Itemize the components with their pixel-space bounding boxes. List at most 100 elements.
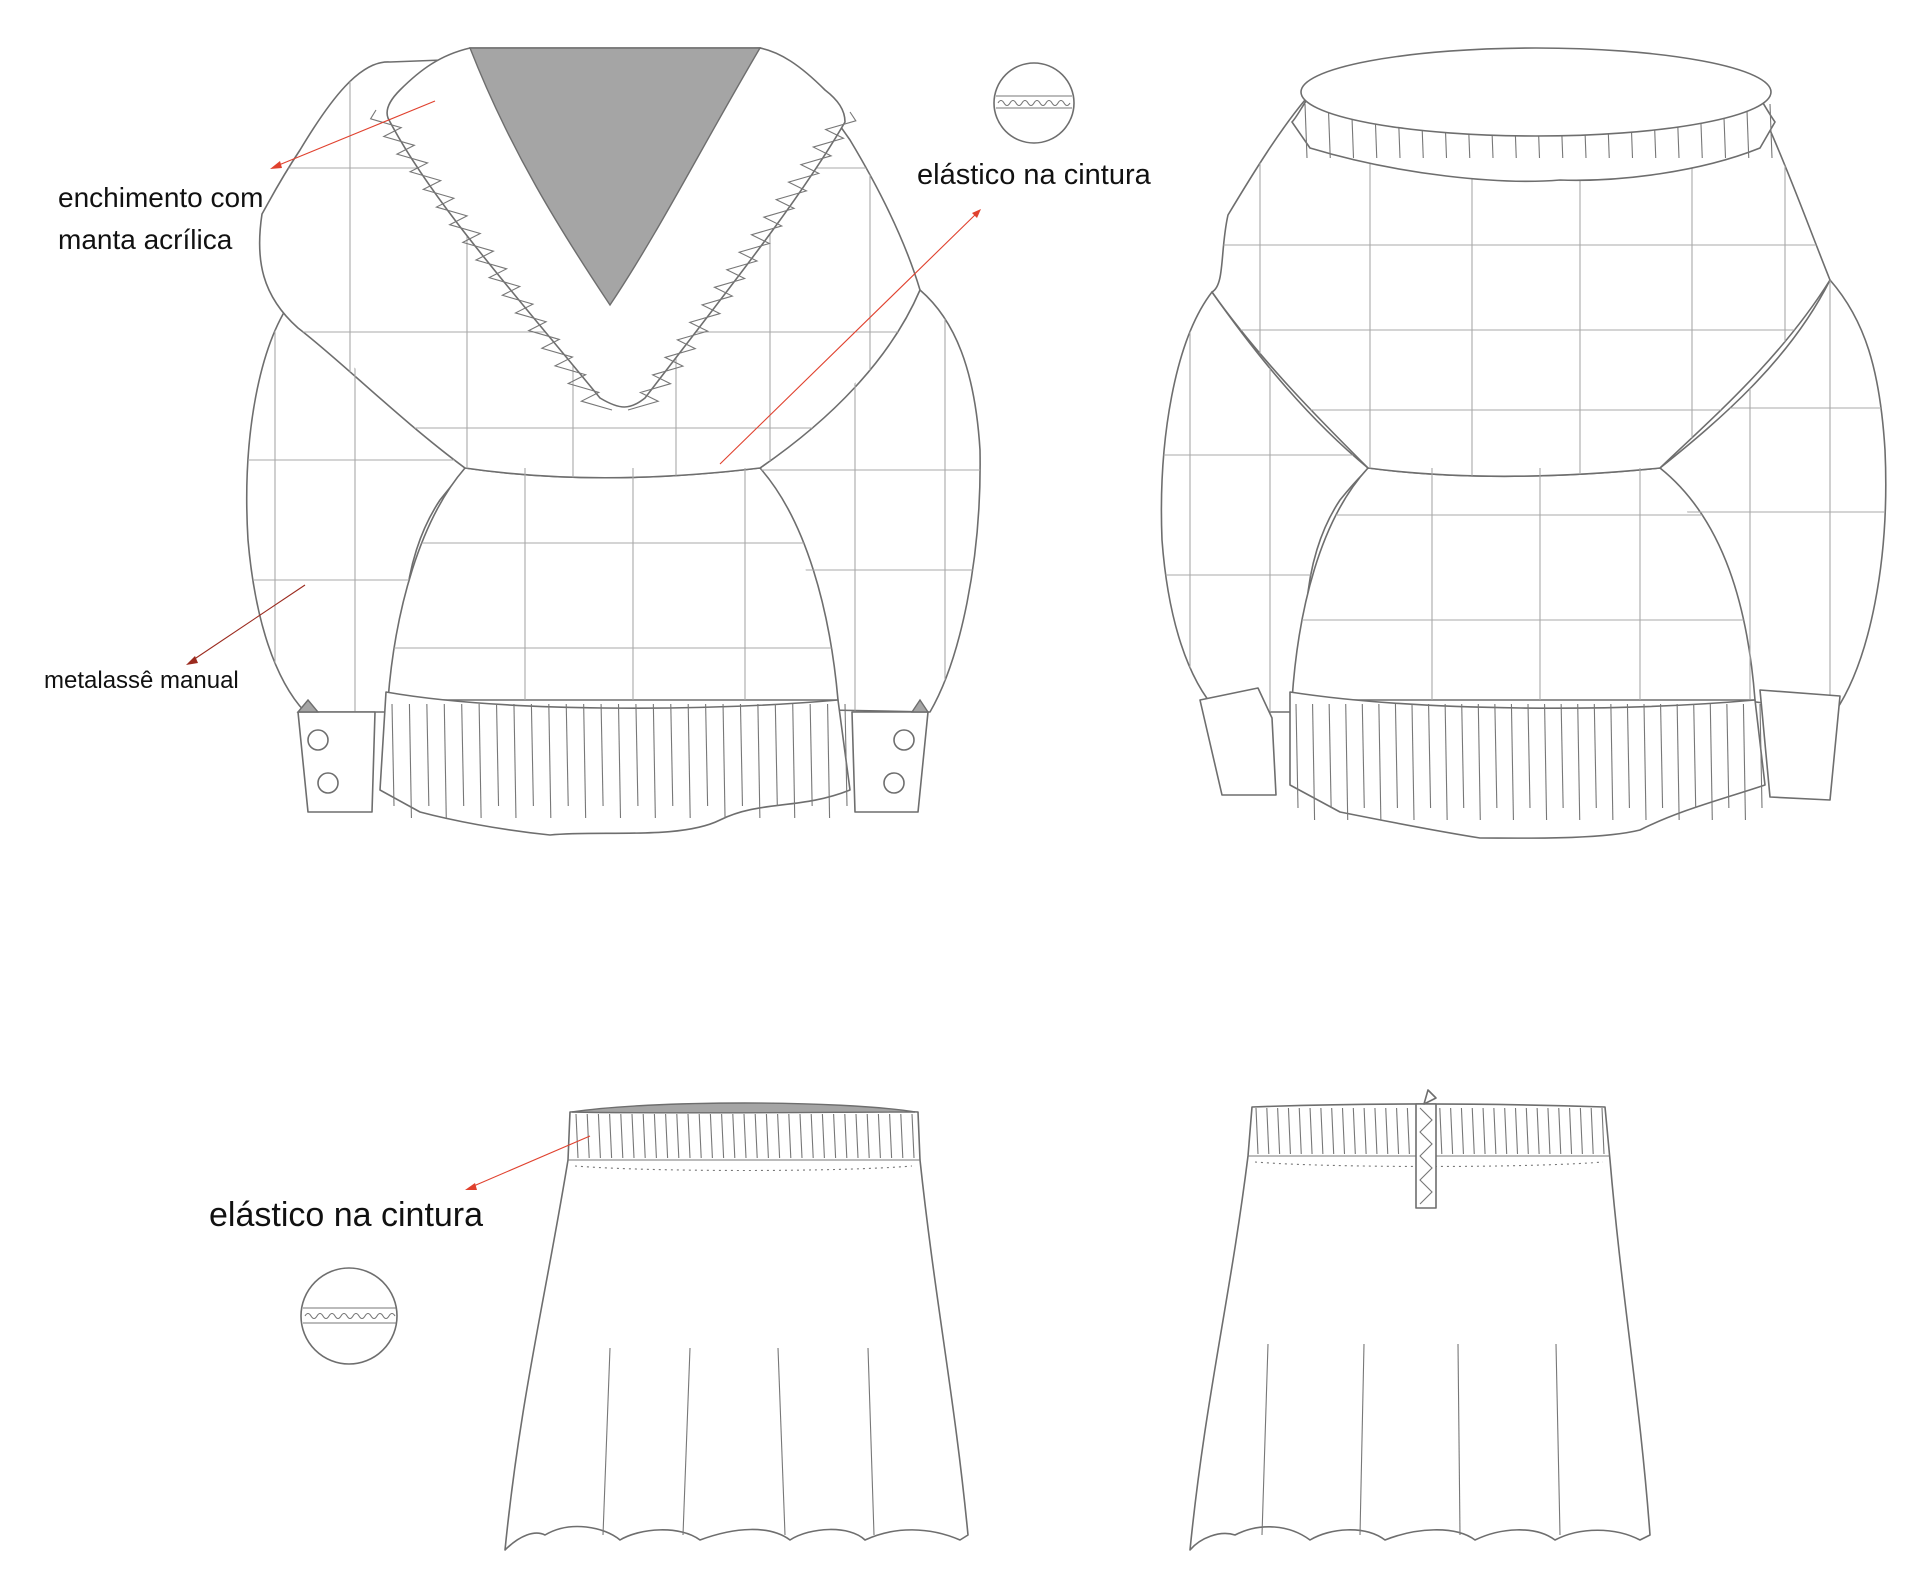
elastic-detail-circle-top <box>993 62 1075 144</box>
pleat-line <box>866 1113 870 1159</box>
pleat-line <box>1394 703 1398 809</box>
pleat-line <box>1304 103 1308 159</box>
skirt-back-zipper <box>1415 1103 1437 1209</box>
pleat-line <box>810 1113 814 1159</box>
pleat-line <box>391 703 395 807</box>
label-quilting: metalassê manual <box>44 667 239 694</box>
pleat-line <box>548 703 552 819</box>
flare-line <box>682 1347 691 1536</box>
arrow-quilting <box>186 584 306 665</box>
pleat-line <box>1361 703 1365 809</box>
pleat-line <box>743 1113 747 1159</box>
pleat-line <box>827 703 831 819</box>
arrow-filling <box>270 100 436 169</box>
blouse-back-right-cuff <box>1759 689 1841 801</box>
pleat-line <box>757 703 761 819</box>
blouse-front-right-button-1 <box>893 729 915 751</box>
label-filling-line1: enchimento com <box>58 182 264 213</box>
pleat-line <box>461 703 465 807</box>
flare-line <box>1457 1343 1461 1536</box>
flare-line <box>602 1347 611 1536</box>
pleat-line <box>478 703 482 819</box>
blouse-front-left-cuff-shadow <box>296 698 320 713</box>
pleat-line <box>1510 703 1514 821</box>
pleat-line <box>1378 703 1382 821</box>
pleat-line <box>609 1113 613 1159</box>
pleat-line <box>788 1113 792 1159</box>
collar-ruffle-edge <box>627 111 857 411</box>
pleat-line <box>1726 703 1730 809</box>
pleat-line <box>1352 1107 1356 1155</box>
blouse-front-hem-ruffle <box>379 691 851 836</box>
pleat-line <box>1577 703 1581 821</box>
pleat-line <box>642 1113 646 1159</box>
pleat-line <box>732 1113 736 1159</box>
pleat-line <box>1560 703 1564 809</box>
pleat-line <box>1320 1107 1324 1155</box>
elastic-detail-circle-skirt <box>300 1267 398 1365</box>
flare-line <box>1555 1343 1561 1536</box>
blouse-back-left-cuff <box>1199 687 1277 796</box>
pleat-line <box>653 1113 657 1159</box>
blouse-front-right-button-2 <box>883 772 905 794</box>
pleat-line <box>1643 703 1647 821</box>
pleat-line <box>1295 703 1299 809</box>
pleat-line <box>1287 1107 1291 1155</box>
pleat-line <box>565 703 569 807</box>
pleat-line <box>739 703 744 807</box>
flare-line <box>1261 1343 1269 1536</box>
pleat-line <box>698 1113 702 1159</box>
pleat-line <box>597 1113 601 1159</box>
pleat-line <box>1536 1107 1540 1155</box>
pleat-line <box>709 1113 713 1159</box>
pleat-line <box>1558 1107 1562 1155</box>
skirt-front <box>504 1102 969 1551</box>
pleat-line <box>844 1113 848 1159</box>
blouse-front-left-button-1 <box>307 729 329 751</box>
pleat-line <box>665 1113 669 1159</box>
pleat-line <box>1709 703 1713 821</box>
skirt-back <box>1189 1089 1651 1551</box>
pleat-line <box>1547 1107 1551 1155</box>
blouse-front <box>245 47 981 836</box>
collar-ruffle-edge <box>369 109 613 411</box>
pleat-line <box>1363 1107 1367 1155</box>
pleat-line <box>1769 103 1773 159</box>
blouse-front-right-cuff <box>851 711 929 813</box>
pleat-line <box>1450 1107 1454 1155</box>
pleat-line <box>617 703 622 819</box>
pleat-line <box>1676 703 1680 821</box>
blouse-back-torso <box>1291 467 1756 701</box>
pleat-line <box>799 1113 803 1159</box>
pleat-line <box>844 703 848 807</box>
pleat-line <box>620 1113 624 1159</box>
pleat-line <box>1266 1107 1270 1155</box>
pleat-line <box>513 703 517 819</box>
pleat-line <box>821 1113 825 1159</box>
blouse-back-hem-ruffle <box>1289 691 1766 839</box>
pleat-line <box>1569 1107 1573 1155</box>
pleat-line <box>1660 703 1664 809</box>
pleat-line <box>1601 1107 1605 1155</box>
pleat-line <box>1477 703 1481 821</box>
blouse-front-neck-opening <box>468 47 762 307</box>
blouse-front-torso <box>387 467 839 701</box>
pleat-line <box>1309 1107 1313 1155</box>
pleat-line <box>426 703 430 807</box>
pleat-line <box>586 1113 590 1159</box>
pleat-line <box>1514 1107 1519 1155</box>
pleat-line <box>911 1113 915 1159</box>
flare-line <box>777 1347 786 1536</box>
pleat-line <box>1406 1107 1410 1155</box>
pleat-line <box>1345 703 1349 821</box>
pleat-line <box>877 1113 881 1159</box>
pleat-line <box>575 1113 579 1159</box>
blouse-back <box>1160 47 1887 839</box>
skirt-front-body <box>504 1108 969 1551</box>
pleat-line <box>1579 1107 1583 1155</box>
skirt-back-zipper-pull <box>1423 1089 1437 1105</box>
pleat-line <box>1527 703 1531 809</box>
blouse-back-neckline <box>1300 47 1772 137</box>
pleat-line <box>600 703 604 807</box>
